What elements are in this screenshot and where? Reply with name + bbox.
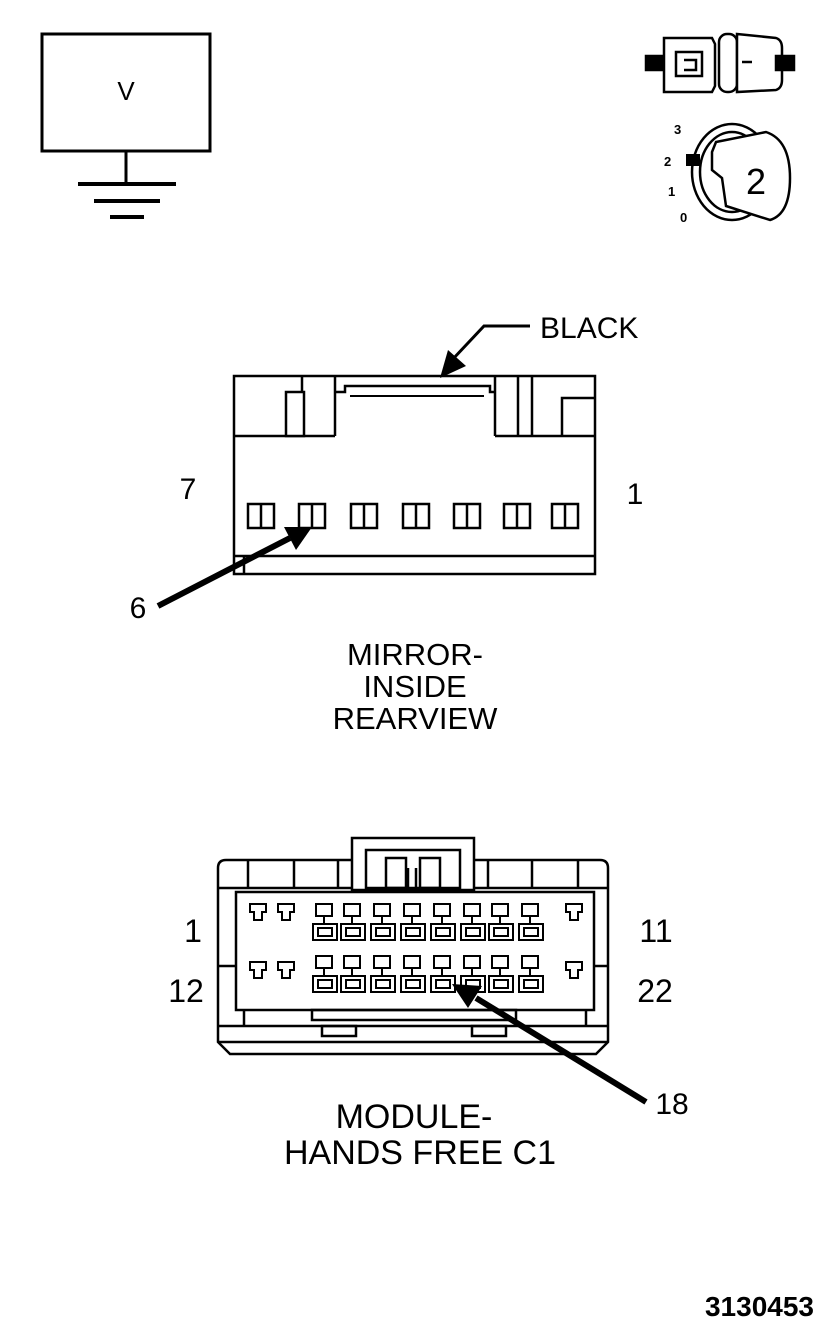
voltmeter-symbol [40,32,212,219]
module-terminal-bottom-2 [340,955,366,993]
module-terminal-top-7 [488,903,514,941]
module-pin-top-right-label: 11 [639,913,672,949]
mirror-callout-pin-label: 6 [130,592,147,625]
mirror-title-line-1: MIRROR- [347,637,483,672]
module-connector-title: MODULE- HANDS FREE C1 [284,1098,556,1172]
ignition-position-3: 3 [674,122,681,137]
module-terminal-top-6 [460,903,486,941]
module-callout-pin-label: 18 [655,1088,688,1121]
voltmeter-box [40,32,212,153]
mirror-pin-left-label: 7 [180,473,197,506]
module-terminal-bottom-4 [400,955,426,993]
module-terminal-top-5 [430,903,456,941]
black-callout-arrow [440,324,530,378]
mirror-terminal-2 [502,502,532,530]
ignition-position-1: 1 [668,184,675,199]
mirror-terminal-4 [401,502,431,530]
module-terminal-top-2 [340,903,366,941]
ignition-key-icon [686,122,792,222]
module-pin-top-left-label: 1 [184,913,202,949]
module-terminal-bottom-1 [312,955,338,993]
module-terminal-side-top-right [565,903,583,921]
mirror-pin-callout-arrow [156,527,312,609]
ignition-position-labels: 3 2 1 0 [664,122,687,225]
module-terminal-top-8 [518,903,544,941]
mirror-terminal-3 [452,502,482,530]
module-terminal-side-bottom-left-2 [277,961,295,979]
module-latch [350,836,476,892]
module-terminal-side-top-left-2 [277,903,295,921]
module-terminal-side-top-left-1 [249,903,267,921]
mirror-pin-right-label: 1 [627,478,644,511]
connector-plug-icon [644,32,796,94]
module-terminals-bottom-row [249,955,583,993]
module-pin-callout-arrow [452,984,648,1105]
ground-icon [78,182,176,219]
mirror-terminal-7 [246,502,276,530]
mirror-terminals [246,502,580,530]
module-terminal-top-3 [370,903,396,941]
module-title-line-1: MODULE- [336,1098,493,1136]
mirror-title-line-3: REARVIEW [333,701,499,736]
ignition-position-0: 0 [680,210,687,225]
mirror-connector [232,374,597,576]
mirror-terminal-6 [297,502,327,530]
figure-number: 3130453 [705,1291,814,1322]
ignition-position-2: 2 [664,154,671,169]
module-pin-bottom-right-label: 22 [637,973,673,1009]
module-connector [216,836,610,1056]
mirror-color-label: BLACK [540,312,638,345]
module-terminal-bottom-8 [518,955,544,993]
voltmeter-label: V [117,76,135,106]
module-pin-bottom-left-label: 12 [168,973,204,1009]
ignition-key-position: 2 [746,161,766,202]
module-terminal-side-bottom-left-1 [249,961,267,979]
module-terminal-top-4 [400,903,426,941]
module-terminal-top-1 [312,903,338,941]
module-title-line-2: HANDS FREE C1 [284,1134,556,1172]
mirror-terminal-5 [349,502,379,530]
module-terminals-top-row [249,903,583,941]
module-terminal-bottom-3 [370,955,396,993]
mirror-terminal-1 [550,502,580,530]
module-terminal-bottom-7 [488,955,514,993]
mirror-connector-title: MIRROR- INSIDE REARVIEW [333,637,499,736]
mirror-title-line-2: INSIDE [363,669,466,704]
module-terminal-side-bottom-right [565,961,583,979]
module-terminal-bottom-5 [430,955,456,993]
